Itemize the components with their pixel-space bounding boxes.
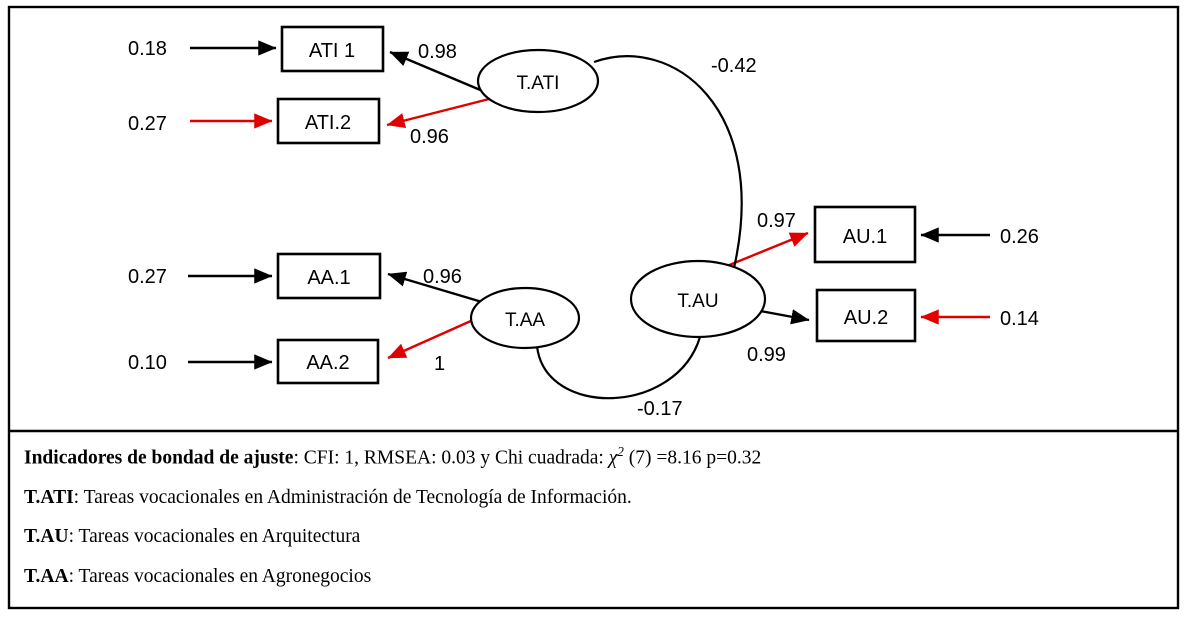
- loading-arrow-tati-ati2: [386, 95, 498, 129]
- indicator-label-aa2: AA.2: [306, 352, 349, 374]
- note-legend-taa: T.AA: Tareas vocacionales en Agronegocio…: [24, 566, 1164, 588]
- chi-symbol: χ: [608, 447, 618, 469]
- indicator-box-au2: [815, 288, 917, 343]
- indicator-box-ati2: [276, 97, 381, 145]
- note-fit-label: Indicadores de bondad de ajuste: [24, 447, 294, 469]
- latent-label-tau: T.AU: [677, 291, 718, 312]
- note-legend-tau-text: : Tareas vocacionales en Arquitectura: [68, 526, 361, 548]
- note-legend-taa-label: T.AA: [24, 565, 69, 587]
- residual-value-aa2: 0.10: [128, 352, 167, 374]
- chi-exponent: 2: [617, 444, 624, 459]
- residual-value-ati1: 0.18: [128, 38, 167, 60]
- latent-label-taa: T.AA: [505, 310, 545, 331]
- note-legend-tau-label: T.AU: [24, 526, 69, 548]
- loading-value-tau-au1: 0.97: [757, 210, 796, 232]
- loading-value-tati-ati1: 0.98: [418, 41, 457, 63]
- loading-value-tati-ati2: 0.96: [410, 126, 449, 148]
- notes-panel: Indicadores de bondad de ajuste: CFI: 1,…: [10, 432, 1178, 608]
- loading-arrow-taa-aa2: [387, 314, 483, 360]
- note-legend-tati: T.ATI: Tareas vocacionales en Administra…: [24, 487, 1164, 509]
- residual-value-au2: 0.14: [1000, 308, 1039, 330]
- note-legend-taa-text: : Tareas vocacionales en Agronegocios: [68, 565, 372, 587]
- latent-ellipse-tati: [476, 48, 600, 114]
- indicator-box-aa1: [276, 252, 382, 300]
- note-fit-text-before: : CFI: 1, RMSEA: 0.03 y Chi cuadrada:: [293, 447, 609, 469]
- indicator-box-aa2: [276, 338, 380, 385]
- loading-value-taa-aa2: 1: [434, 353, 445, 375]
- note-legend-tati-text: : Tareas vocacionales en Administración …: [73, 486, 632, 508]
- indicator-box-ati1: [280, 25, 385, 73]
- note-fit-text-after: (7) =8.16 p=0.32: [623, 447, 762, 469]
- covariance-value-tati-tau: -0.42: [711, 55, 757, 77]
- indicator-label-au1: AU.1: [843, 226, 887, 248]
- residual-value-ati2: 0.27: [128, 113, 167, 135]
- loading-arrow-taa-aa1: [387, 271, 483, 304]
- covariance-curve-tati-tau: [593, 55, 743, 269]
- latent-label-tati: T.ATI: [517, 73, 560, 94]
- loading-value-taa-aa1: 0.96: [423, 266, 462, 288]
- note-fit-indices: Indicadores de bondad de ajuste: CFI: 1,…: [24, 444, 1164, 470]
- residual-value-aa1: 0.27: [128, 266, 167, 288]
- latent-ellipse-tau: [629, 259, 767, 339]
- covariance-curve-taa-tau: [535, 336, 702, 400]
- indicator-box-au1: [813, 205, 917, 264]
- loading-arrow-tau-au2: [754, 308, 810, 325]
- indicator-label-au2: AU.2: [844, 307, 888, 329]
- note-legend-tau: T.AU: Tareas vocacionales en Arquitectur…: [24, 526, 1164, 548]
- indicator-label-ati1: ATI 1: [309, 40, 355, 62]
- loading-value-tau-au2: 0.99: [747, 344, 786, 366]
- indicator-label-ati2: ATI.2: [305, 112, 351, 134]
- latent-ellipse-taa: [469, 286, 581, 350]
- figure-border: [7, 5, 1180, 610]
- indicator-label-aa1: AA.1: [307, 267, 350, 289]
- residual-value-au1: 0.26: [1000, 226, 1039, 248]
- note-legend-tati-label: T.ATI: [24, 486, 74, 508]
- covariance-value-taa-tau: -0.17: [637, 398, 683, 420]
